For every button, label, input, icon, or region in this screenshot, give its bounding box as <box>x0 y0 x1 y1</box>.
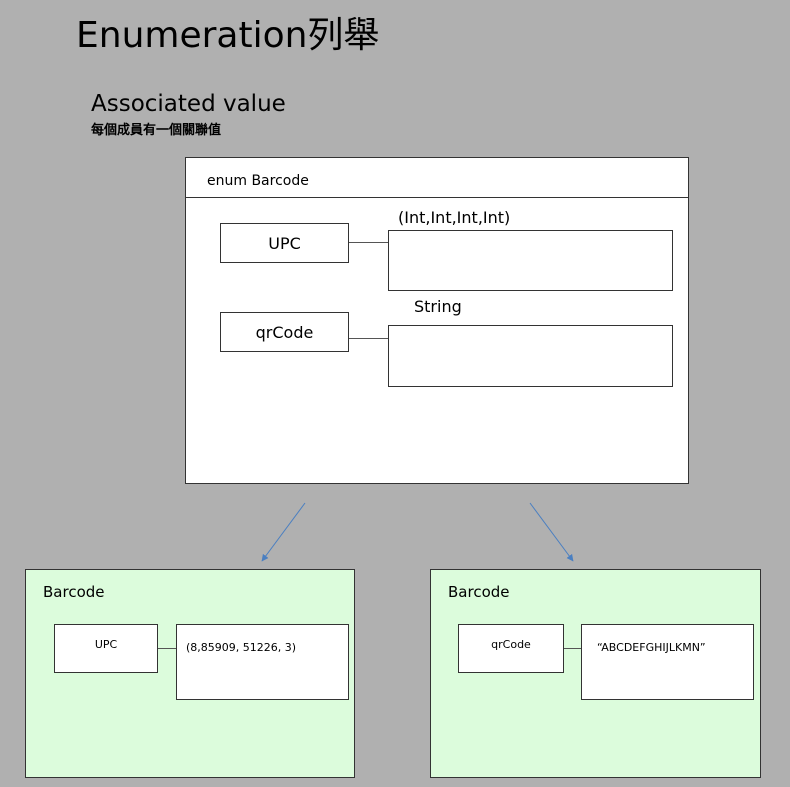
value-slot-upc <box>388 230 673 291</box>
type-label-upc: (Int,Int,Int,Int) <box>398 208 511 227</box>
example-label-upc: Barcode <box>43 583 105 601</box>
enum-title: enum Barcode <box>207 173 309 189</box>
example-label-qrcode: Barcode <box>448 583 510 601</box>
arrow-to-qrcode-example <box>529 502 574 562</box>
section-subtitle: Associated value <box>91 91 286 117</box>
connector-line-qrcode <box>349 338 388 339</box>
arrow-to-upc-example <box>261 502 306 562</box>
page-title: Enumeration列舉 <box>76 15 380 56</box>
connector-line-upc <box>349 242 388 243</box>
case-box-upc: UPC <box>220 223 349 263</box>
enum-header: enum Barcode <box>186 158 688 198</box>
example-value-box-upc: (8,85909, 51226, 3) <box>176 624 349 700</box>
value-slot-qrcode <box>388 325 673 387</box>
section-description: 每個成員有一個關聯值 <box>91 123 222 138</box>
example-case-qrcode: qrCode <box>458 624 564 673</box>
case-box-qrcode: qrCode <box>220 312 349 352</box>
example-case-upc: UPC <box>54 624 158 673</box>
example-value-qrcode: “ABCDEFGHIJLKMN” <box>597 641 706 654</box>
example-value-box-qrcode: “ABCDEFGHIJLKMN” <box>581 624 754 700</box>
type-label-qrcode: String <box>414 297 462 316</box>
example-connector-upc <box>158 648 176 649</box>
example-connector-qrcode <box>564 648 581 649</box>
example-value-upc: (8,85909, 51226, 3) <box>186 641 297 654</box>
